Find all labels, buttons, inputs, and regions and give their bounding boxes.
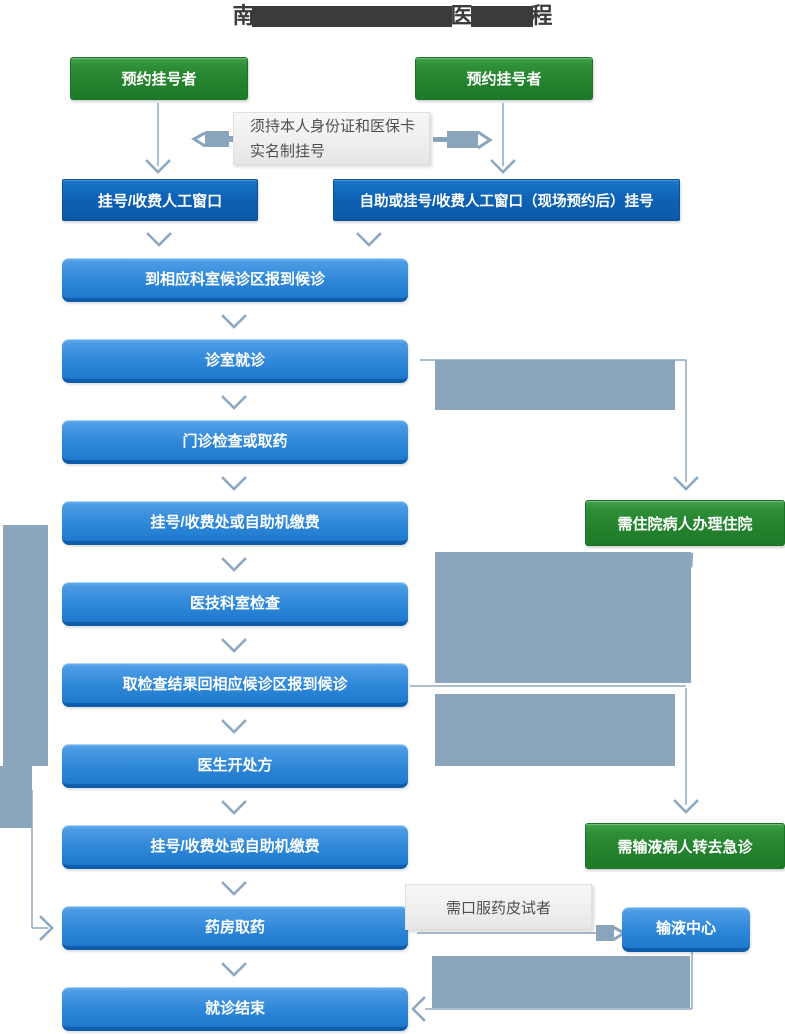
title-redaction-bar-1 bbox=[252, 5, 453, 27]
node-step-get-results: 取检查结果回相应候诊区报到候诊 bbox=[62, 663, 408, 707]
note-id-registration: 须持本人身份证和医保卡 实名制挂号 bbox=[233, 112, 430, 165]
redaction-block-consult-note bbox=[435, 360, 675, 410]
note-id-line2: 实名制挂号 bbox=[250, 142, 326, 160]
node-self-service-window: 自助或挂号/收费人工窗口（现场预约后）挂号 bbox=[333, 179, 680, 221]
node-step-end: 就诊结束 bbox=[62, 987, 408, 1031]
title-char-start: 南 bbox=[232, 3, 255, 28]
redaction-block-left-tall bbox=[3, 525, 48, 766]
title-char-end: 程 bbox=[530, 3, 553, 28]
node-emergency-transfer: 需输液病人转去急诊 bbox=[585, 823, 785, 869]
note-skin-test: 需口服药皮试者 bbox=[405, 884, 592, 930]
node-step-checkin: 到相应科室候诊区报到候诊 bbox=[62, 258, 408, 302]
node-step-pay-2: 挂号/收费处或自助机缴费 bbox=[62, 825, 408, 869]
node-step-pay-1: 挂号/收费处或自助机缴费 bbox=[62, 501, 408, 545]
redaction-block-bottom-note bbox=[432, 956, 690, 1008]
node-step-exam-or-medicine: 门诊检查或取药 bbox=[62, 420, 408, 464]
title-char-mid: 医 bbox=[450, 3, 473, 28]
node-infusion-center: 输液中心 bbox=[622, 907, 750, 952]
node-step-consult: 诊室就诊 bbox=[62, 339, 408, 383]
page-title: 南 医 程 bbox=[0, 3, 785, 29]
redaction-block-result-note bbox=[435, 694, 675, 766]
redaction-block-mid-note bbox=[435, 552, 691, 683]
title-redaction-bar-2 bbox=[470, 5, 533, 27]
node-appointment-left: 预约挂号者 bbox=[70, 57, 248, 100]
node-step-pharmacy: 药房取药 bbox=[62, 906, 408, 950]
node-step-medtech-exam: 医技科室检查 bbox=[62, 582, 408, 626]
node-hospitalization: 需住院病人办理住院 bbox=[585, 500, 785, 546]
node-manual-window: 挂号/收费人工窗口 bbox=[62, 179, 258, 221]
node-step-prescription: 医生开处方 bbox=[62, 744, 408, 788]
note-id-line1: 须持本人身份证和医保卡 bbox=[250, 117, 416, 135]
node-appointment-right: 预约挂号者 bbox=[415, 57, 593, 100]
redaction-block-left-narrow bbox=[0, 766, 32, 828]
